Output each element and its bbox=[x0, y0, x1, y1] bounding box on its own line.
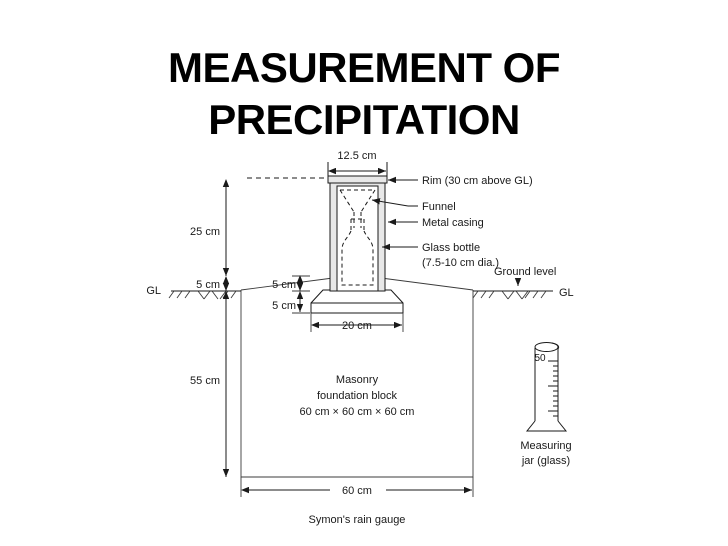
glass-bottle-label-line1: Glass bottle bbox=[422, 242, 480, 254]
masonry-block-label: Masonry foundation block 60 cm × 60 cm ×… bbox=[300, 374, 415, 418]
ground-level-callout: Ground level bbox=[494, 266, 556, 286]
measuring-jar-label-line2: jar (glass) bbox=[521, 455, 570, 467]
masonry-label-line3: 60 cm × 60 cm × 60 cm bbox=[300, 406, 415, 418]
dimension-value-60cm: 60 cm bbox=[342, 485, 372, 497]
dimension-value-20cm: 20 cm bbox=[342, 320, 372, 332]
measuring-jar-label-line1: Measuring bbox=[520, 440, 571, 452]
measuring-jar: 50 Measuring jar (glass) bbox=[520, 342, 572, 467]
dimension-value-5cm-lower: 5 cm bbox=[272, 300, 296, 312]
glass-bottle-callout: Glass bottle (7.5-10 cm dia.) bbox=[382, 242, 499, 269]
ground-level-left bbox=[168, 290, 241, 300]
dimension-value-55cm: 55 cm bbox=[190, 375, 220, 387]
funnel-and-bottle bbox=[339, 189, 376, 286]
masonry-label-line2: foundation block bbox=[317, 390, 398, 402]
figure-caption: Symon's rain gauge bbox=[309, 514, 406, 526]
funnel-callout: Funnel bbox=[371, 198, 456, 213]
dimension-25cm: 25 cm bbox=[190, 179, 230, 276]
page-title: MEASUREMENT OF PRECIPITATION bbox=[168, 44, 561, 144]
dimension-value-25cm: 25 cm bbox=[190, 226, 220, 238]
dimension-60cm: 60 cm bbox=[240, 477, 474, 497]
glass-bottle-label-line2: (7.5-10 cm dia.) bbox=[422, 257, 499, 269]
dimension-value-5cm-upper: 5 cm bbox=[272, 279, 296, 291]
ground-level-right bbox=[472, 290, 553, 300]
dimension-5cm-lower: 5 cm bbox=[272, 291, 310, 314]
metal-casing-callout: Metal casing bbox=[388, 217, 484, 229]
gauge-pedestal bbox=[310, 289, 404, 314]
jar-graduations bbox=[548, 360, 558, 417]
metal-casing bbox=[327, 175, 388, 292]
ground-level-label: Ground level bbox=[494, 266, 556, 278]
rim-label: Rim (30 cm above GL) bbox=[422, 175, 533, 187]
metal-casing-label: Metal casing bbox=[422, 217, 484, 229]
masonry-foundation-block bbox=[240, 277, 474, 478]
jar-graduation-label: 50 bbox=[534, 353, 546, 364]
rim-callout: Rim (30 cm above GL) bbox=[247, 175, 533, 187]
dimension-55cm: 55 cm bbox=[190, 291, 230, 477]
gl-label-left: GL bbox=[146, 285, 161, 297]
dimension-casing-width: 12.5 cm bbox=[327, 150, 388, 178]
funnel-label: Funnel bbox=[422, 201, 456, 213]
dimension-value-5cm-left: 5 cm bbox=[196, 279, 220, 291]
masonry-label-line1: Masonry bbox=[336, 374, 379, 386]
dimension-5cm-upper: 5 cm bbox=[272, 275, 310, 292]
gl-label-right: GL bbox=[559, 287, 574, 299]
dimension-20cm: 20 cm bbox=[310, 313, 404, 332]
dimension-value-12-5cm: 12.5 cm bbox=[337, 150, 376, 162]
